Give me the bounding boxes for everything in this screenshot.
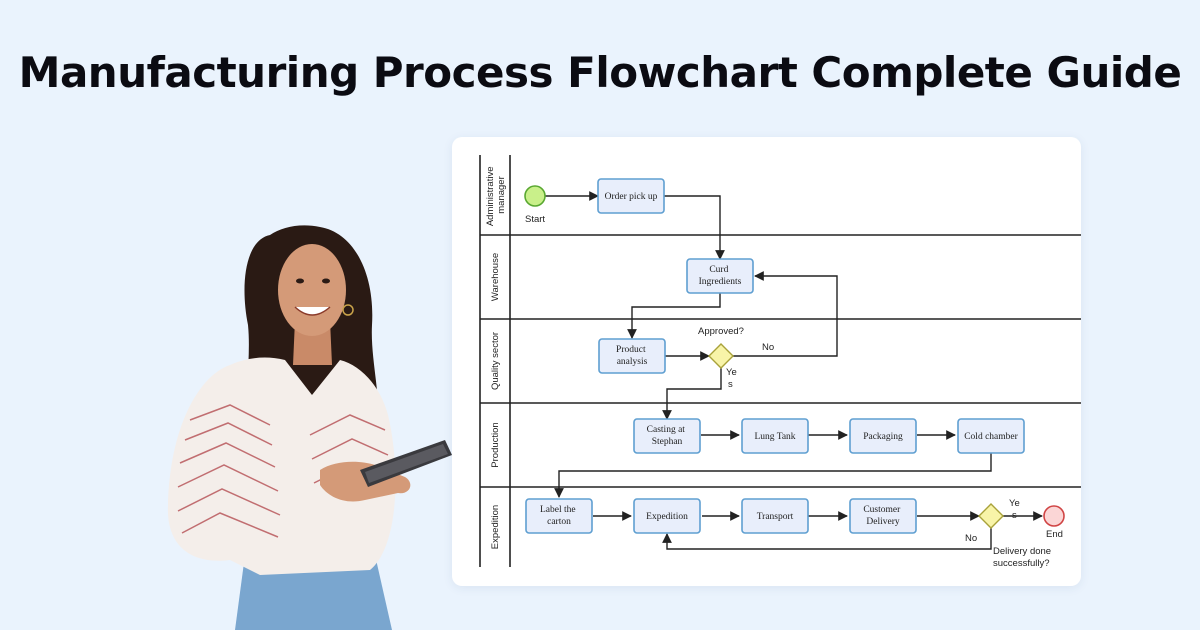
- start-node: [524, 185, 546, 207]
- decision-approved-yes: Ye s: [726, 367, 739, 390]
- lane-label-quality: Quality sector: [490, 332, 501, 390]
- node-lung-tank-label: Lung Tank: [754, 432, 795, 442]
- node-packaging: [849, 418, 917, 454]
- earring: [342, 304, 354, 316]
- lane-label-production: Production: [490, 422, 501, 467]
- flowchart-card: Administrative manager Warehouse Quality…: [452, 137, 1081, 586]
- node-transport: [741, 498, 809, 534]
- flowchart-diagram: Administrative manager Warehouse Quality…: [479, 155, 1081, 569]
- node-curd-ingredients-label: Curd Ingredients: [699, 265, 742, 287]
- edge-approved-no: [732, 271, 838, 357]
- smile: [294, 306, 331, 316]
- node-order-pick-up-label: Order pick up: [605, 192, 658, 202]
- decision-delivery-yes: Ye s: [1009, 498, 1022, 521]
- blouse: [167, 357, 396, 575]
- node-curd-ingredients: [686, 258, 754, 294]
- edge-curd-to-analysis: [627, 293, 721, 339]
- node-cold-chamber-label: Cold chamber: [964, 432, 1018, 442]
- node-casting-at-stephan-label: Casting at Stephan: [647, 425, 688, 447]
- decision-approved-question: Approved?: [698, 326, 744, 337]
- edge-order-to-curd: [664, 195, 725, 260]
- node-casting-at-stephan: [633, 418, 701, 454]
- node-order-pick-up: [597, 178, 665, 214]
- lane-label-warehouse: Warehouse: [490, 253, 501, 301]
- node-product-analysis: [598, 338, 666, 374]
- node-product-analysis-label: Product analysis: [616, 345, 648, 367]
- node-label-the-carton: [525, 498, 593, 534]
- edge-cold-to-label: [554, 452, 992, 498]
- page-title: Manufacturing Process Flowchart Complete…: [18, 48, 1182, 97]
- decision-approved: [708, 343, 734, 369]
- node-customer-delivery-label: Customer Delivery: [863, 505, 902, 527]
- face: [278, 244, 346, 336]
- end-node: [1043, 505, 1065, 527]
- node-lung-tank: [741, 418, 809, 454]
- end-label: End: [1046, 529, 1063, 540]
- node-packaging-label: Packaging: [863, 432, 903, 442]
- node-cold-chamber: [957, 418, 1025, 454]
- start-label: Start: [525, 214, 545, 225]
- decision-approved-no: No: [762, 342, 774, 353]
- node-transport-label: Transport: [757, 512, 794, 522]
- node-expedition: [633, 498, 701, 534]
- decision-delivery-no: No: [965, 533, 977, 544]
- decision-delivery: [978, 503, 1004, 529]
- node-label-the-carton-label: Label the carton: [540, 505, 578, 527]
- decision-delivery-question: Delivery done successfully?: [993, 546, 1054, 569]
- node-expedition-label: Expedition: [646, 512, 688, 522]
- edge-approved-yes: [662, 367, 722, 420]
- lane-label-expedition: Expedition: [490, 505, 501, 549]
- edge-decision-no-back: [662, 528, 992, 550]
- node-customer-delivery: [849, 498, 917, 534]
- person-illustration: [167, 225, 452, 630]
- lane-label-administrative: Administrative manager: [485, 164, 507, 226]
